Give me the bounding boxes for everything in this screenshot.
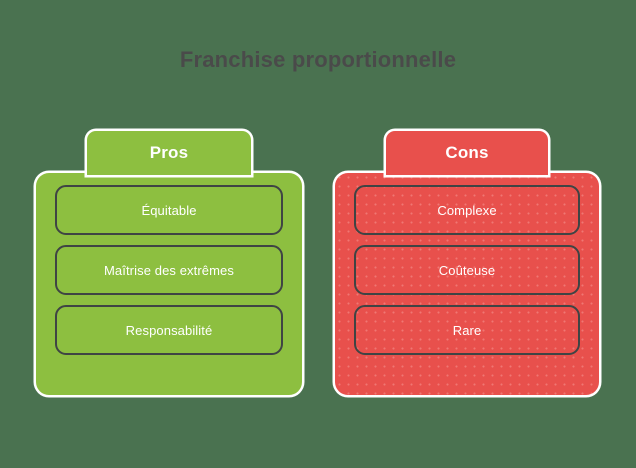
column-pros: Pros Équitable Maîtrise des extrêmes Res… bbox=[36, 131, 302, 395]
list-item[interactable]: Équitable bbox=[55, 185, 283, 235]
list-item-label: Maîtrise des extrêmes bbox=[104, 262, 234, 278]
column-body-cons: Complexe Coûteuse Rare bbox=[335, 173, 599, 395]
column-header-tab-cons: Cons bbox=[386, 131, 548, 175]
column-header-label-cons: Cons bbox=[445, 143, 489, 162]
column-cons: Cons Complexe Coûteuse Rare bbox=[335, 131, 599, 395]
list-item[interactable]: Complexe bbox=[354, 185, 580, 235]
list-item-label: Complexe bbox=[437, 202, 497, 218]
pros-cons-comparison: Pros Équitable Maîtrise des extrêmes Res… bbox=[0, 131, 636, 401]
list-item-label: Responsabilité bbox=[125, 322, 213, 338]
column-body-pros: Équitable Maîtrise des extrêmes Responsa… bbox=[36, 173, 302, 395]
page-title: Franchise proportionnelle bbox=[179, 47, 457, 72]
list-item-label: Équitable bbox=[141, 202, 197, 218]
list-item[interactable]: Maîtrise des extrêmes bbox=[55, 245, 283, 295]
list-item[interactable]: Responsabilité bbox=[55, 305, 283, 355]
list-item[interactable]: Coûteuse bbox=[354, 245, 580, 295]
column-header-label-pros: Pros bbox=[149, 143, 189, 162]
column-header-tab-pros: Pros bbox=[87, 131, 251, 175]
list-item-label: Rare bbox=[452, 322, 482, 338]
list-item-label: Coûteuse bbox=[438, 262, 496, 278]
list-item[interactable]: Rare bbox=[354, 305, 580, 355]
